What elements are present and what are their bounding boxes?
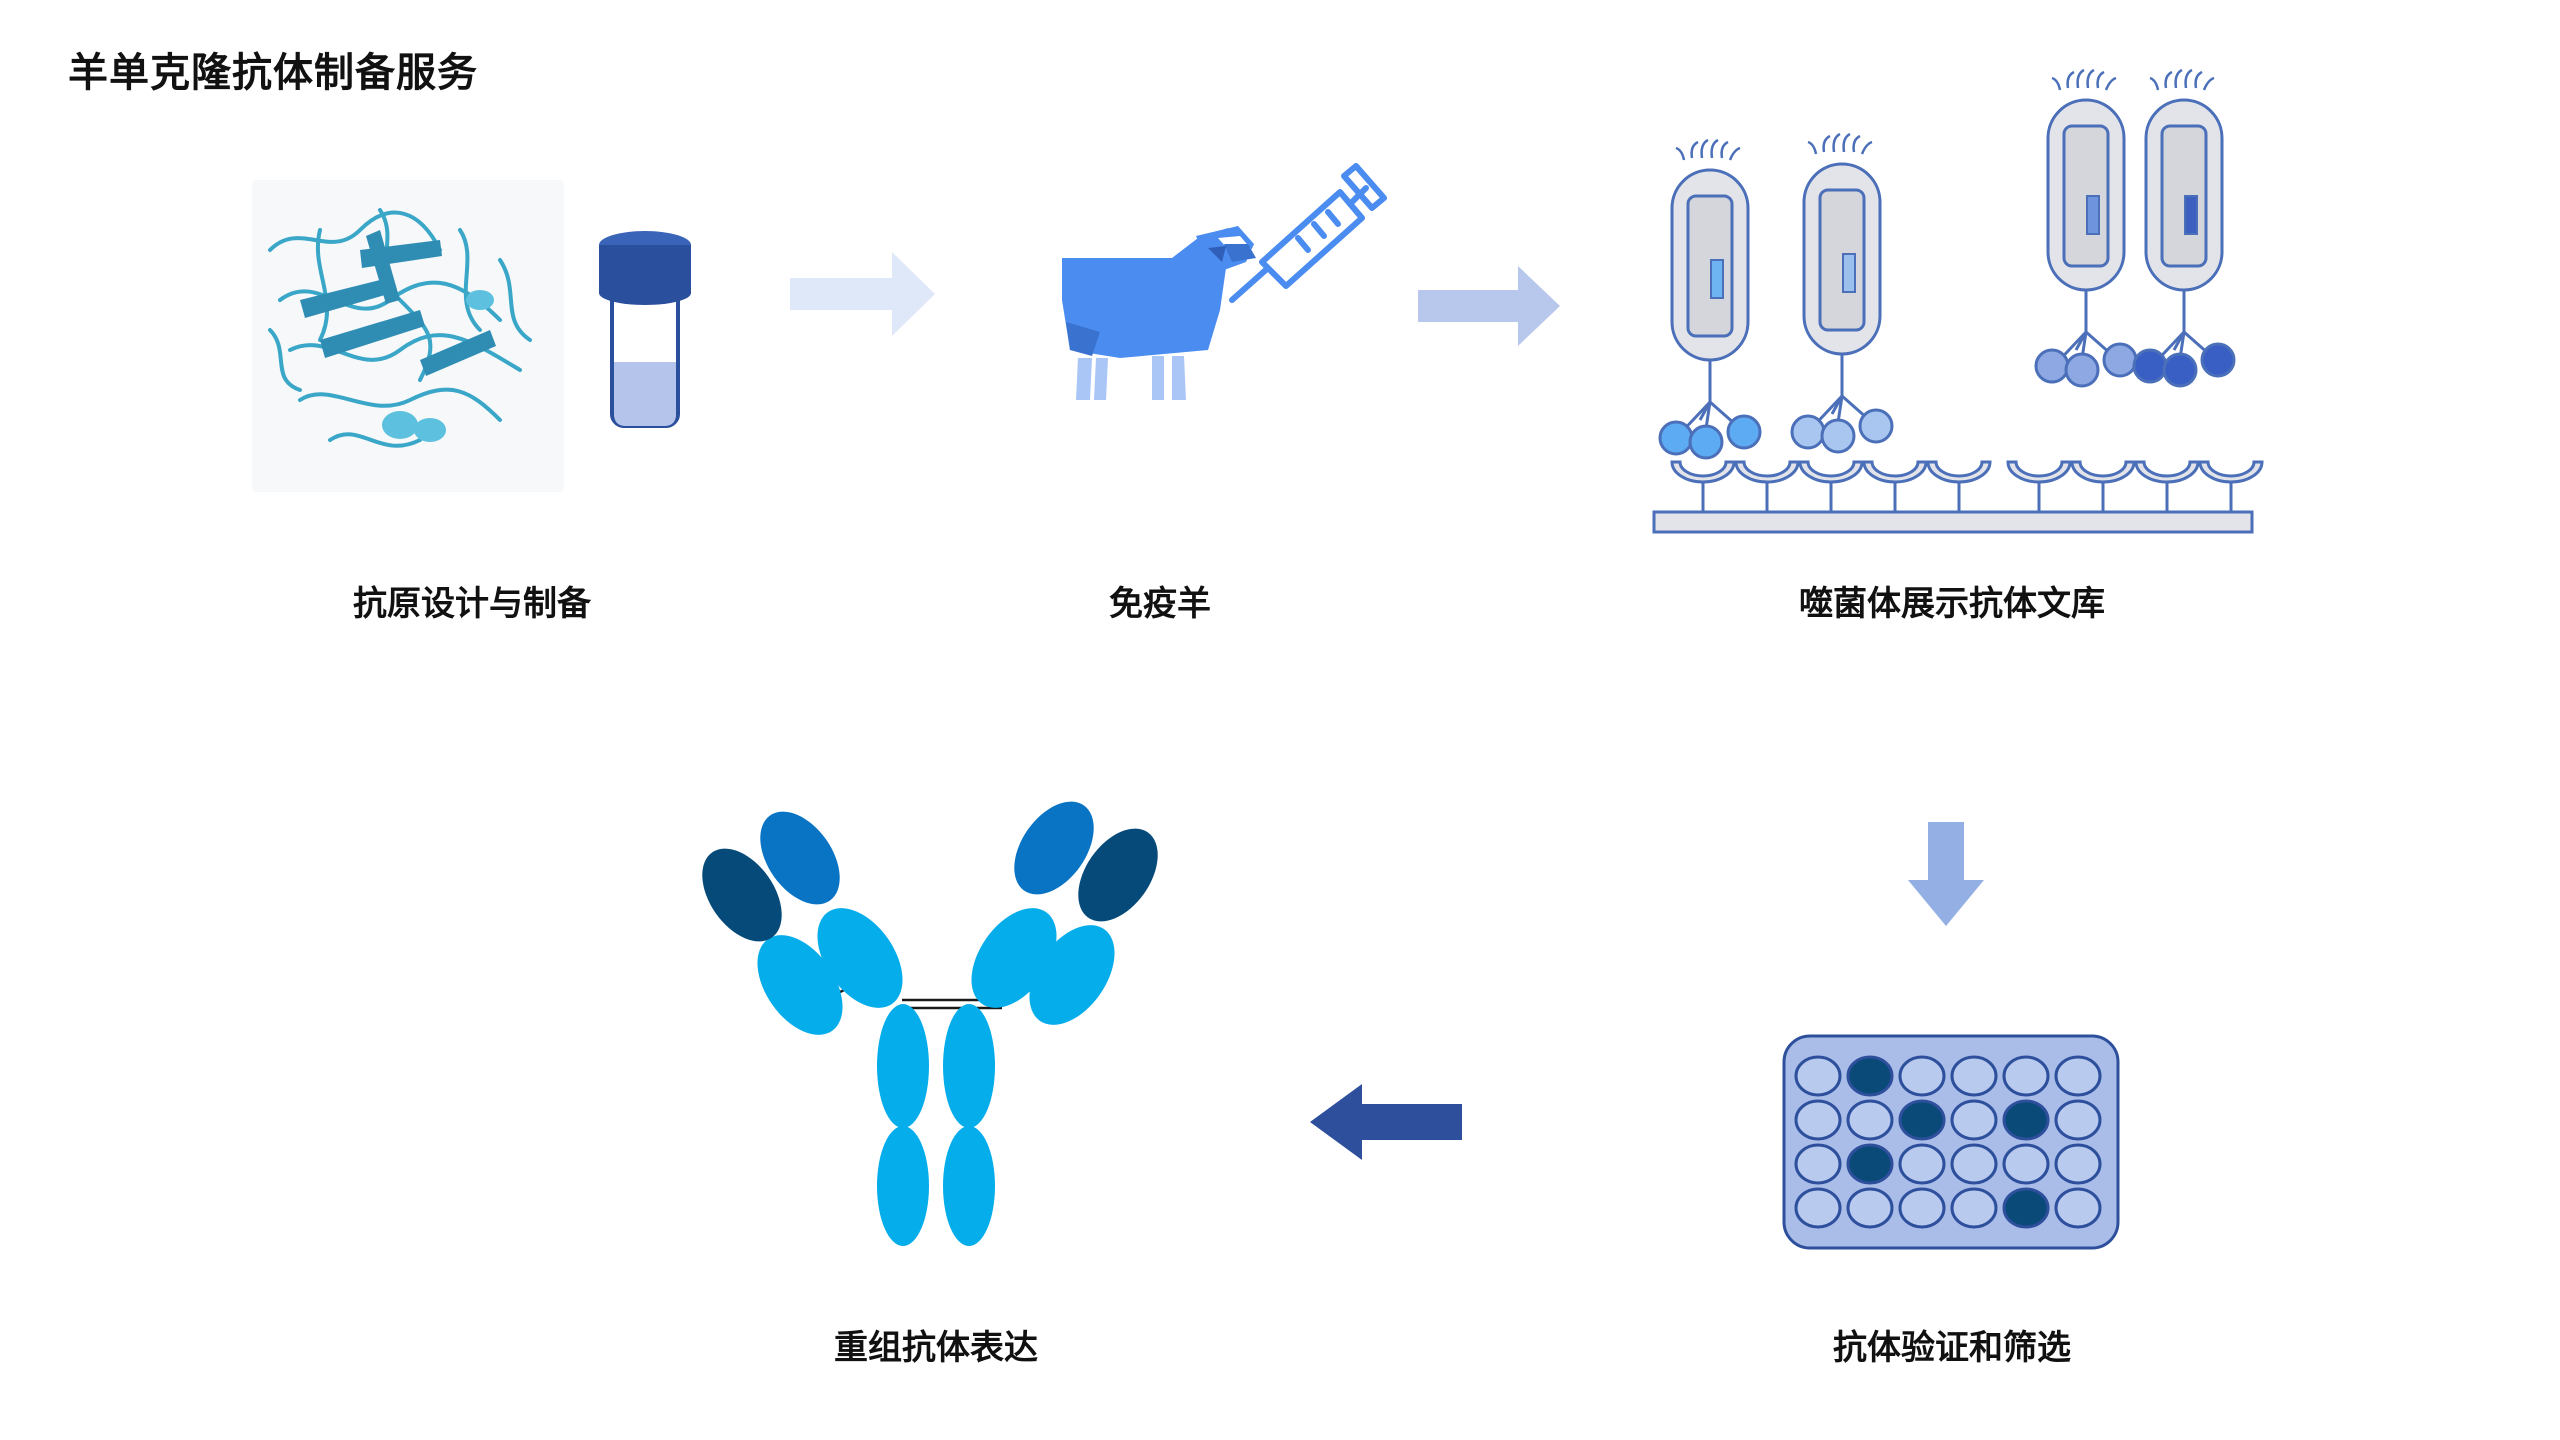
well bbox=[1898, 1143, 1946, 1185]
arrow-down bbox=[1908, 822, 1984, 926]
well bbox=[2002, 1099, 2050, 1141]
well bbox=[2002, 1143, 2050, 1185]
vial-icon bbox=[599, 231, 691, 428]
phage-icon bbox=[2034, 68, 2138, 388]
well bbox=[1794, 1099, 1842, 1141]
antigen-row bbox=[1670, 460, 2264, 514]
protein-structure-icon bbox=[252, 180, 564, 492]
well bbox=[1794, 1055, 1842, 1097]
arrow-right-2 bbox=[1418, 266, 1560, 346]
arrow-right-1 bbox=[790, 252, 935, 336]
well bbox=[2054, 1143, 2102, 1185]
well bbox=[2002, 1055, 2050, 1097]
step-label-phage-library: 噬菌体展示抗体文库 bbox=[1799, 584, 2105, 624]
well bbox=[2002, 1187, 2050, 1229]
phage-icon bbox=[1658, 138, 1762, 460]
well bbox=[1794, 1187, 1842, 1229]
well-plate-icon bbox=[1782, 1034, 2120, 1250]
well bbox=[2054, 1187, 2102, 1229]
well bbox=[1846, 1099, 1894, 1141]
well bbox=[1794, 1143, 1842, 1185]
syringe-icon bbox=[1229, 163, 1387, 303]
step-label-expression: 重组抗体表达 bbox=[834, 1328, 1038, 1368]
phage-icon bbox=[2132, 68, 2236, 388]
step-label-antigen: 抗原设计与制备 bbox=[353, 584, 591, 624]
well bbox=[1950, 1143, 1998, 1185]
phage-display-scene bbox=[1652, 68, 2264, 534]
sheep-icon bbox=[1062, 226, 1256, 400]
well bbox=[2054, 1055, 2102, 1097]
well bbox=[1950, 1099, 1998, 1141]
well bbox=[1846, 1187, 1894, 1229]
phage-icon bbox=[1790, 132, 1894, 454]
arrow-left bbox=[1310, 1084, 1462, 1160]
well bbox=[1950, 1187, 1998, 1229]
well bbox=[1898, 1187, 1946, 1229]
step-label-immunize: 免疫羊 bbox=[1109, 584, 1211, 624]
solid-support bbox=[1652, 510, 2254, 534]
well bbox=[1846, 1055, 1894, 1097]
well bbox=[1898, 1099, 1946, 1141]
well bbox=[2054, 1099, 2102, 1141]
step-label-screening: 抗体验证和筛选 bbox=[1833, 1328, 2071, 1368]
antibody-icon bbox=[702, 801, 1158, 1246]
well bbox=[1898, 1055, 1946, 1097]
well bbox=[1846, 1143, 1894, 1185]
well bbox=[1950, 1055, 1998, 1097]
page-title: 羊单克隆抗体制备服务 bbox=[68, 50, 478, 96]
